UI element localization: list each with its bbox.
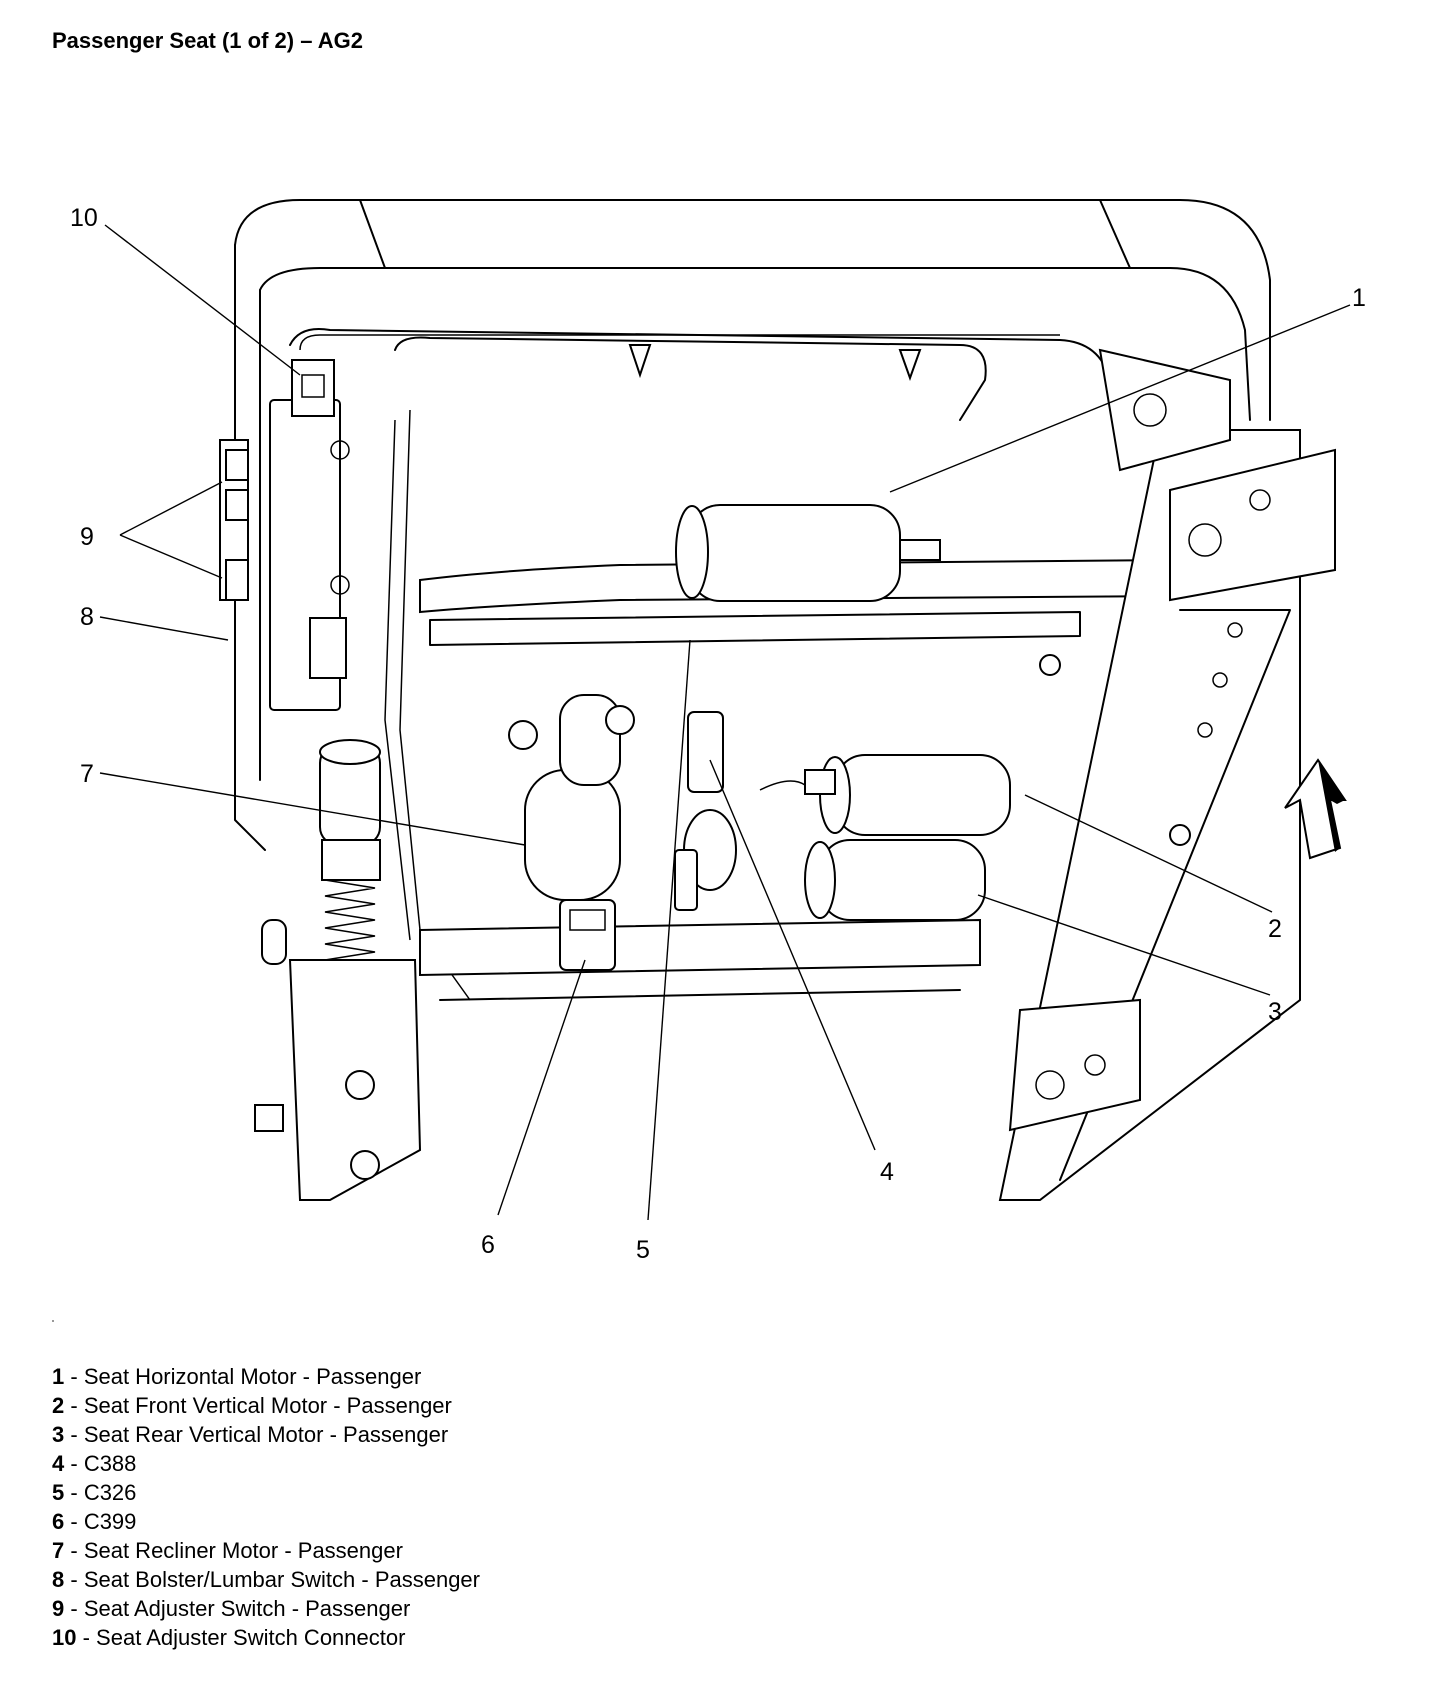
callout-10: 10 [70,204,98,232]
callout-1: 1 [1352,284,1366,312]
rear-vertical-motor [804,839,986,921]
callout-4: 4 [880,1158,894,1186]
callout-7: 7 [80,760,94,788]
left-bracket [254,919,422,1201]
legend-item: 9 - Seat Adjuster Switch - Passenger [52,1596,411,1621]
arrow-icon [1284,758,1347,860]
callout-9: 9 [80,523,94,551]
legend-item: 7 - Seat Recliner Motor - Passenger [52,1538,403,1563]
wire-harness [289,328,1121,1001]
seat-frame-diagram: 1 2 3 4 5 6 7 8 9 10 [70,199,1366,1264]
legend-list: 1 - Seat Horizontal Motor - Passenger 2 … [52,1362,480,1652]
recliner-motor [508,694,635,971]
legend-item: 4 - C388 [52,1451,137,1476]
stray-mark [52,1320,54,1322]
legend-item: 3 - Seat Rear Vertical Motor - Passenger [52,1422,449,1447]
callout-5: 5 [636,1236,650,1264]
horizontal-motor [675,504,941,602]
spring-assembly [319,739,381,993]
callout-2: 2 [1268,915,1282,943]
legend-item: 6 - C399 [52,1509,137,1534]
legend-item: 1 - Seat Horizontal Motor - Passenger [52,1364,422,1389]
side-panel [219,359,350,711]
diagram-title: Passenger Seat (1 of 2) – AG2 [52,28,363,53]
connector-group [674,711,806,911]
callout-6: 6 [481,1231,495,1259]
legend-item: 2 - Seat Front Vertical Motor - Passenge… [52,1393,452,1418]
front-vertical-motor [804,754,1011,836]
legend-item: 8 - Seat Bolster/Lumbar Switch - Passeng… [52,1567,480,1592]
callout-leaders [99,224,1351,1221]
right-seat-track [998,348,1336,1201]
seat-cushion-frame [234,199,1271,851]
legend-item: 5 - C326 [52,1480,137,1505]
legend-item: 10 - Seat Adjuster Switch Connector [52,1625,406,1650]
callout-3: 3 [1268,998,1282,1026]
callout-8: 8 [80,603,94,631]
callout-numbers: 1 2 3 4 5 6 7 8 9 10 [70,204,1366,1264]
